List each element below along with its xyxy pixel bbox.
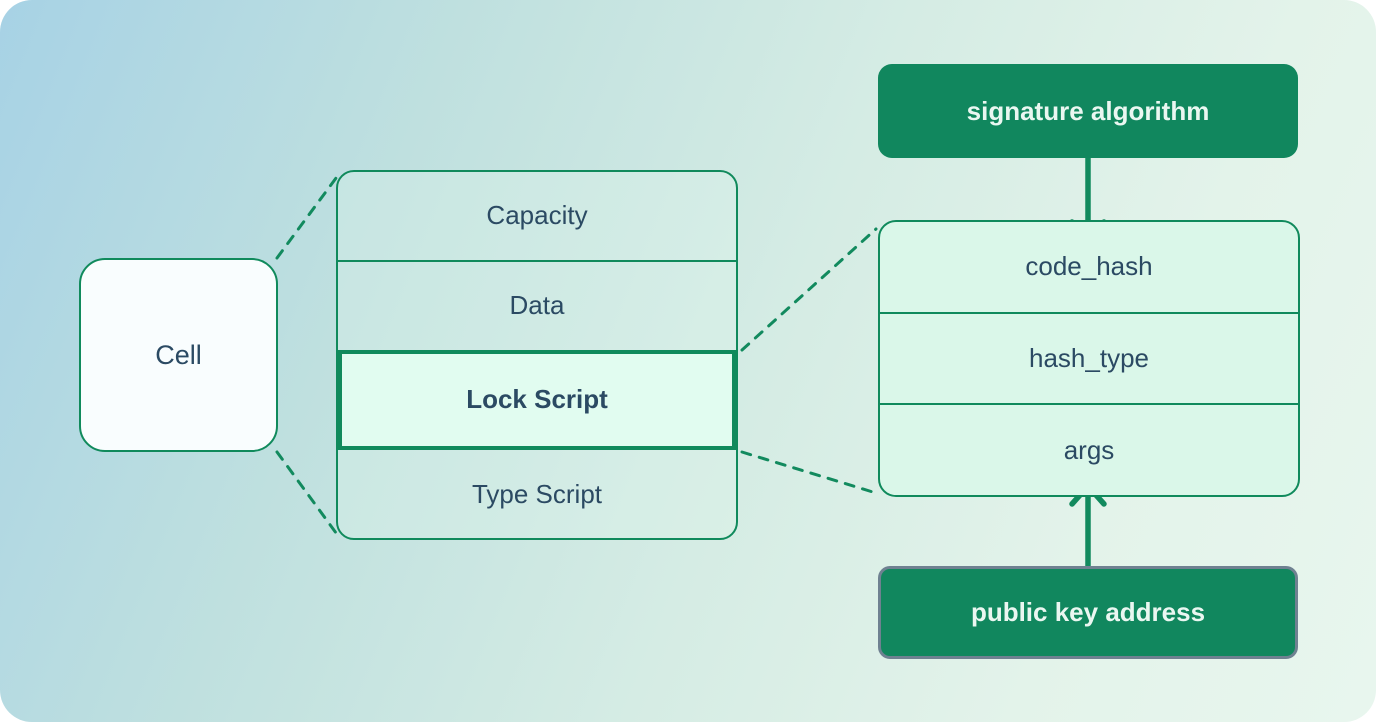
row-type-script: Type Script (338, 450, 736, 538)
cell-node: Cell (79, 258, 278, 452)
row-capacity-label: Capacity (486, 200, 588, 231)
row-capacity: Capacity (338, 172, 736, 260)
dashed-connector-lock-top (740, 227, 878, 352)
row-data-label: Data (509, 290, 565, 321)
cell-structure-table: Capacity Data Lock Script Type Script (336, 170, 738, 540)
row-type-script-label: Type Script (471, 478, 603, 509)
row-lock-script-label: Lock Script (466, 384, 608, 415)
row-lock-script: Lock Script (338, 349, 736, 451)
signature-algorithm-pill: signature algorithm (878, 64, 1298, 158)
row-data: Data (338, 259, 736, 350)
public-key-address-pill: public key address (878, 566, 1298, 659)
row-hash-type-label: hash_type (1029, 343, 1149, 373)
row-code-hash-label: code_hash (1025, 251, 1153, 282)
signature-algorithm-label: signature algorithm (966, 95, 1210, 126)
lock-script-structure-table: code_hash hash_type args (878, 220, 1300, 497)
public-key-address-label: public key address (970, 597, 1206, 627)
row-hash-type: hash_type (880, 311, 1298, 404)
dashed-connector-cell-top (275, 172, 341, 260)
cell-label: Cell (155, 339, 202, 370)
dashed-connector-lock-bottom (740, 450, 878, 495)
row-args-label: args (1063, 434, 1115, 465)
dashed-connector-cell-bottom (275, 450, 341, 539)
row-args: args (880, 403, 1298, 495)
row-code-hash: code_hash (880, 222, 1298, 312)
